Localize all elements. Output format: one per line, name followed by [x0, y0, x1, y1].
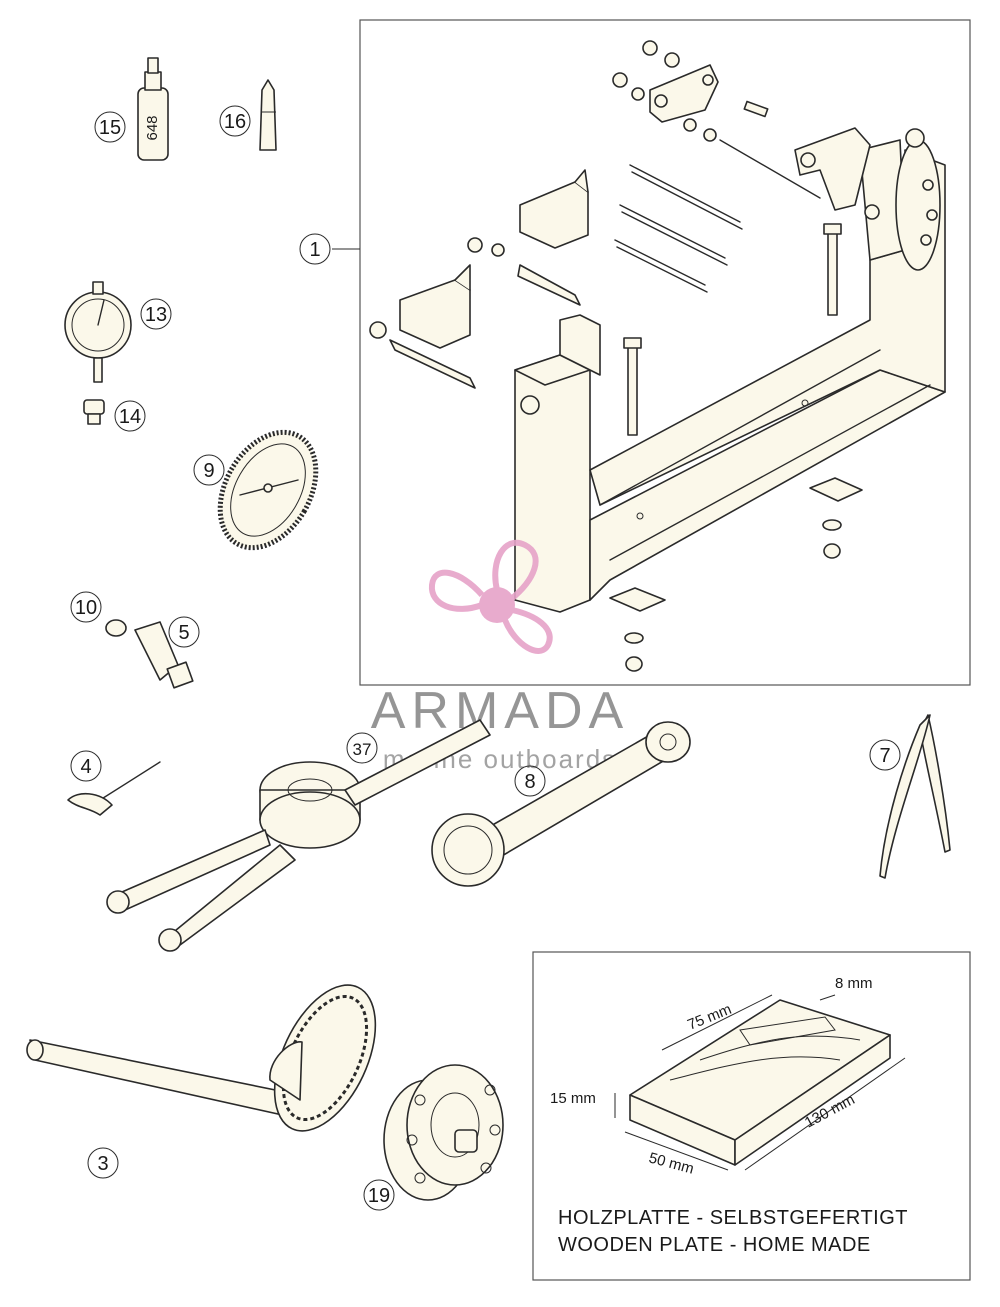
sealant-tube	[259, 79, 277, 151]
wooden-plate	[614, 994, 906, 1171]
circlip-pliers	[879, 714, 951, 879]
callout-15: 15	[94, 111, 126, 143]
callout-7: 7	[869, 739, 901, 771]
callout-5: 5	[168, 616, 200, 648]
flywheel-puller	[383, 1064, 504, 1201]
armada-logo: ARMADA marine outboards	[371, 539, 629, 774]
loctite-bottle: 648	[137, 57, 169, 161]
callout-3: 3	[87, 1147, 119, 1179]
svg-text:10: 10	[75, 597, 97, 619]
svg-text:13: 13	[145, 304, 167, 326]
svg-text:16: 16	[224, 111, 246, 133]
wooden-plate-box	[532, 951, 971, 1281]
crankshaft-puller	[106, 719, 491, 952]
clutch-holder	[26, 984, 377, 1132]
wooden-plate-note-en: WOODEN PLATE - HOME MADE	[558, 1234, 871, 1256]
puller-bolt	[134, 621, 194, 689]
dial-gauge-adapter	[83, 399, 105, 425]
armada-logo-blade-top	[492, 539, 539, 603]
armada-logo-hub	[479, 587, 515, 623]
svg-text:9: 9	[203, 460, 214, 482]
svg-text:5: 5	[178, 622, 189, 644]
dim-thickness: 15 mm	[550, 1090, 596, 1107]
callout-8: 8	[514, 765, 546, 797]
callout-16: 16	[219, 105, 251, 137]
svg-text:8: 8	[524, 771, 535, 793]
engine-stand-frame	[359, 19, 971, 686]
callout-1: 1	[299, 233, 331, 265]
callout-9: 9	[193, 454, 225, 486]
dial-gauge	[64, 281, 132, 383]
svg-text:15: 15	[99, 117, 121, 139]
armada-logo-blade-right	[502, 607, 553, 654]
bottle-label: 648	[144, 115, 161, 140]
callout-37: 37	[346, 732, 378, 764]
svg-text:7: 7	[879, 745, 890, 767]
svg-text:3: 3	[97, 1153, 108, 1175]
dim-slot: 8 mm	[835, 975, 873, 992]
svg-text:37: 37	[353, 740, 372, 759]
svg-text:4: 4	[80, 756, 91, 778]
dim-depth: 50 mm	[647, 1149, 696, 1177]
callout-19: 19	[363, 1179, 395, 1211]
dim-width: 75 mm	[685, 1001, 734, 1034]
armada-logo-blade-left	[428, 569, 485, 612]
callout-10: 10	[70, 591, 102, 623]
hook-tool	[67, 761, 161, 816]
armada-brand-text: ARMADA	[371, 682, 629, 740]
svg-text:14: 14	[119, 406, 141, 428]
callout-4: 4	[70, 750, 102, 782]
callout-13: 13	[140, 298, 172, 330]
holding-wrench	[431, 721, 691, 887]
puller-sleeve	[105, 619, 127, 637]
svg-text:19: 19	[368, 1185, 390, 1207]
svg-text:1: 1	[309, 239, 320, 261]
wooden-plate-note-de: HOLZPLATTE - SELBSTGEFERTIGT	[558, 1207, 908, 1229]
degree-disc	[217, 429, 319, 551]
engine-stand	[369, 40, 946, 672]
callout-14: 14	[114, 400, 146, 432]
